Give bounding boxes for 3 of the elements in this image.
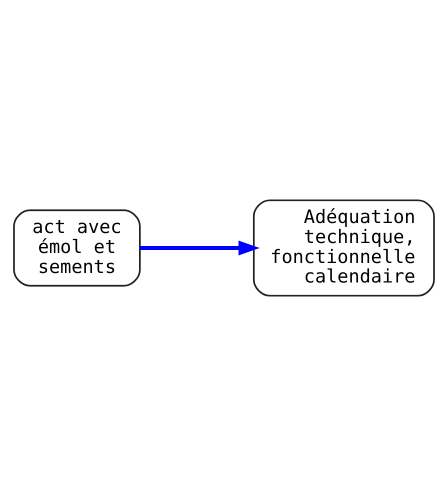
node-box: act avec émol et sements — [13, 208, 141, 286]
arrow — [140, 240, 260, 255]
node-box: Adéquation technique, fonctionnelle calendaire — [252, 198, 435, 296]
